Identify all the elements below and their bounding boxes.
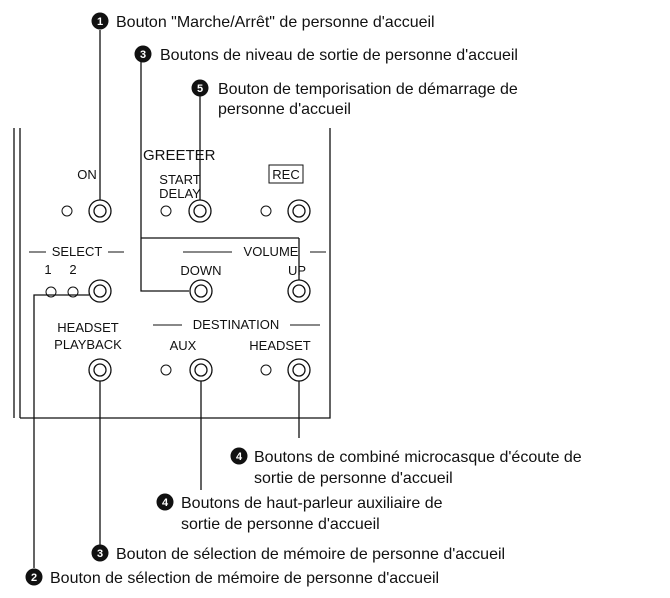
callout-badge-3a bbox=[134, 45, 152, 63]
panel-frame bbox=[13, 128, 331, 419]
select-label: SELECT bbox=[52, 244, 103, 259]
aux-led bbox=[160, 364, 172, 376]
headset-label: HEADSET bbox=[249, 338, 310, 353]
volume-up-label: UP bbox=[288, 263, 306, 278]
callout-text-4b-line2: sortie de personne d'accueil bbox=[181, 516, 380, 533]
callout-number-3a: 3 bbox=[140, 49, 146, 61]
rec-button[interactable] bbox=[287, 199, 311, 223]
select-2-label: 2 bbox=[69, 262, 76, 277]
on-label: ON bbox=[77, 167, 97, 182]
volume-up-button[interactable] bbox=[287, 279, 311, 303]
aux-label: AUX bbox=[170, 338, 197, 353]
callout-badge-2 bbox=[25, 568, 43, 586]
callout-badge-1 bbox=[91, 12, 109, 30]
callout-1: 1 Bouton "Marche/Arrêt" de personne d'ac… bbox=[91, 12, 435, 31]
callout-number-1: 1 bbox=[97, 16, 103, 28]
volume-label: VOLUME bbox=[244, 244, 299, 259]
callout-number-5: 5 bbox=[197, 83, 203, 95]
on-indicator-led bbox=[61, 205, 73, 217]
select-1-led bbox=[45, 286, 57, 298]
rec-led bbox=[260, 205, 272, 217]
volume-down-label: DOWN bbox=[180, 263, 221, 278]
callout-badge-5 bbox=[191, 79, 209, 97]
on-off-button[interactable] bbox=[88, 199, 112, 223]
callout-number-4b: 4 bbox=[162, 497, 169, 509]
callout-3-memory: 3 Bouton de sélection de mémoire de pers… bbox=[91, 544, 505, 563]
select-1-label: 1 bbox=[44, 262, 51, 277]
start-label: START bbox=[159, 172, 200, 187]
callout-4-aux: 4 Boutons de haut-parleur auxiliaire de … bbox=[156, 493, 443, 533]
callout-5: 5 Bouton de temporisation de démarrage d… bbox=[191, 79, 518, 118]
start-delay-led bbox=[160, 205, 172, 217]
callout-text-5-line2: personne d'accueil bbox=[218, 101, 351, 118]
callout-2: 2 Bouton de sélection de mémoire de pers… bbox=[25, 568, 439, 587]
rec-label: REC bbox=[272, 167, 299, 182]
start-delay-button[interactable] bbox=[188, 199, 212, 223]
callout-number-3b: 3 bbox=[97, 548, 103, 560]
callout-badge-4b bbox=[156, 493, 174, 511]
callout-text-1: Bouton "Marche/Arrêt" de personne d'accu… bbox=[116, 14, 435, 31]
leader-lines bbox=[33, 30, 300, 568]
delay-label: DELAY bbox=[159, 186, 201, 201]
select-button[interactable] bbox=[88, 279, 112, 303]
callout-text-5-line1: Bouton de temporisation de démarrage de bbox=[218, 81, 518, 98]
callout-badge-3b bbox=[91, 544, 109, 562]
callout-text-4a-line1: Boutons de combiné microcasque d'écoute … bbox=[254, 449, 582, 466]
destination-label: DESTINATION bbox=[193, 317, 279, 332]
headset-playback-label-line1: HEADSET bbox=[57, 320, 118, 335]
headset-button[interactable] bbox=[287, 358, 311, 382]
callout-badge-4a bbox=[230, 447, 248, 465]
callout-text-4a-line2: sortie de personne d'accueil bbox=[254, 470, 453, 487]
headset-led bbox=[260, 364, 272, 376]
callout-text-3a: Boutons de niveau de sortie de personne … bbox=[160, 47, 518, 64]
callout-text-2: Bouton de sélection de mémoire de person… bbox=[50, 570, 439, 587]
headset-playback-label-line2: PLAYBACK bbox=[54, 337, 122, 352]
headset-playback-button[interactable] bbox=[88, 358, 112, 382]
aux-button[interactable] bbox=[189, 358, 213, 382]
callout-text-4b-line1: Boutons de haut-parleur auxiliaire de bbox=[181, 495, 443, 512]
rec-label-box bbox=[268, 164, 304, 184]
select-2-led bbox=[67, 286, 79, 298]
callout-text-3b: Bouton de sélection de mémoire de person… bbox=[116, 546, 505, 563]
callout-number-2: 2 bbox=[31, 572, 37, 584]
callout-4-headset: 4 Boutons de combiné microcasque d'écout… bbox=[230, 447, 582, 487]
volume-down-button[interactable] bbox=[189, 279, 213, 303]
callout-number-4a: 4 bbox=[236, 451, 243, 463]
callout-3-level: 3 Boutons de niveau de sortie de personn… bbox=[134, 45, 518, 64]
greeter-title: GREETER bbox=[143, 147, 216, 164]
